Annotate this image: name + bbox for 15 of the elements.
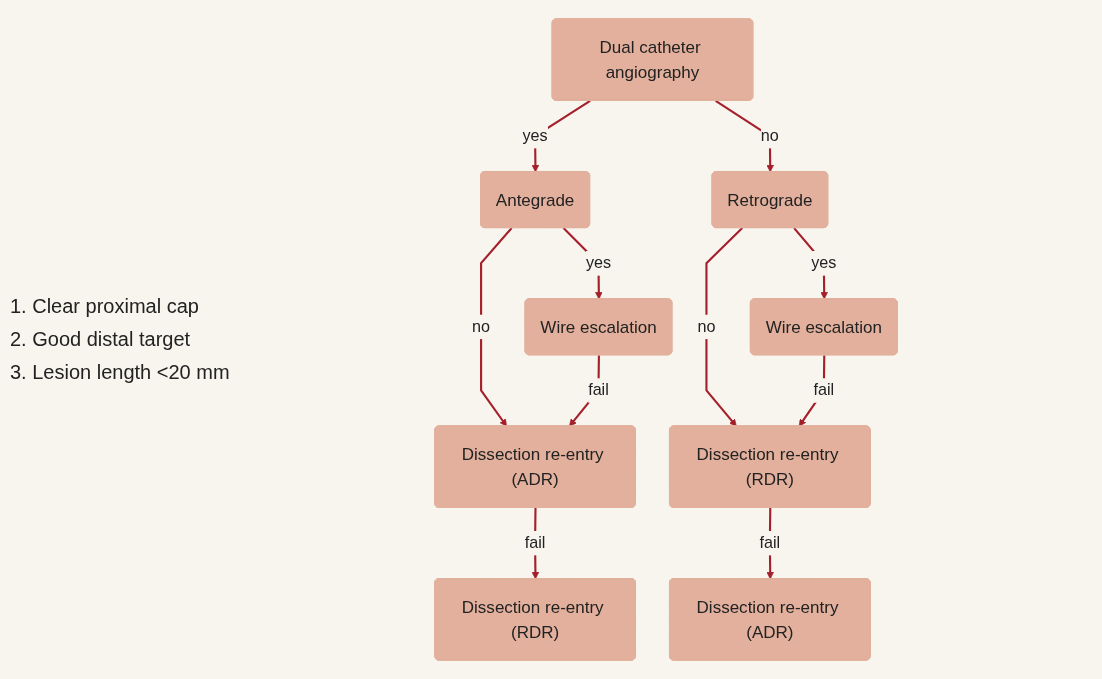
edge-label: yes xyxy=(811,253,837,272)
arrow xyxy=(480,227,513,427)
edge-label: yes xyxy=(585,253,612,272)
criteria-note: 2. Good distal target xyxy=(10,328,192,351)
arrow xyxy=(705,227,744,427)
criteria-note: 1. Clear proximal cap xyxy=(10,295,200,318)
edge-label: no xyxy=(697,317,716,336)
edge-label: yes xyxy=(522,126,548,145)
edge-label: fail xyxy=(759,533,781,552)
edge-label: fail xyxy=(813,380,835,399)
edge-label: no xyxy=(760,126,779,145)
edge-label: fail xyxy=(524,533,546,552)
edge-label: fail xyxy=(588,380,609,399)
edge-label: no xyxy=(472,317,491,336)
criteria-note: 3. Lesion length <20 mm xyxy=(10,361,231,384)
